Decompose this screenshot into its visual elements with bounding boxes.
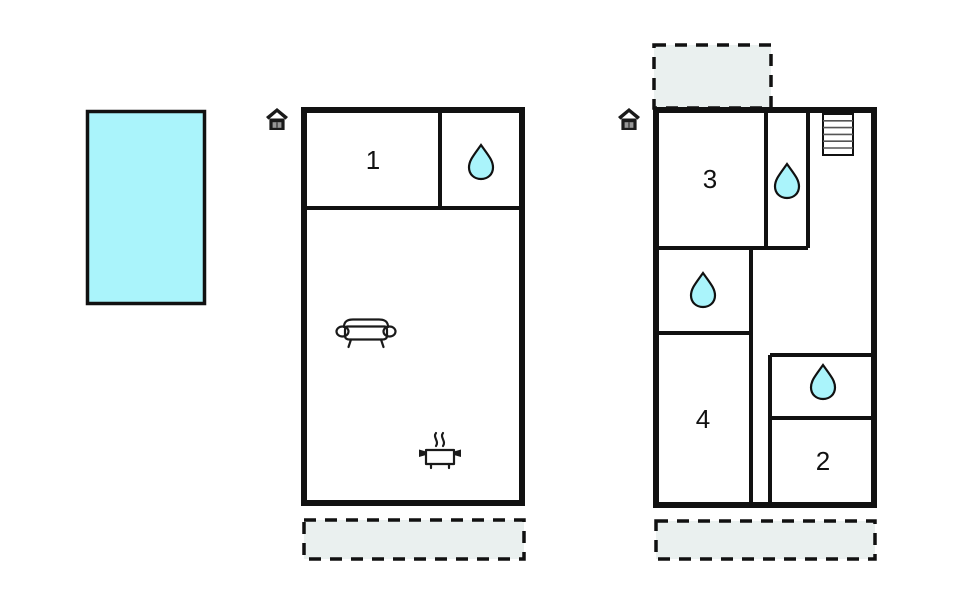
pool-rect bbox=[85, 109, 207, 306]
water-drop-icon bbox=[809, 363, 837, 401]
cooking-pot-icon bbox=[419, 431, 461, 470]
terrace-bottom-upper bbox=[654, 519, 877, 561]
water-drop-icon bbox=[773, 162, 801, 200]
sofa-icon bbox=[335, 318, 397, 349]
staircase-icon bbox=[822, 113, 854, 156]
house-entrance-icon bbox=[266, 108, 288, 130]
room-label-1: 1 bbox=[366, 145, 380, 175]
room-label-3: 3 bbox=[703, 164, 717, 194]
room-label-4: 4 bbox=[696, 404, 710, 434]
house-entrance-icon bbox=[618, 108, 640, 130]
ground-floor-plan: 1 bbox=[266, 107, 526, 561]
room-label-2: 2 bbox=[816, 446, 830, 476]
ground-outer-wall bbox=[301, 107, 525, 506]
terrace-top-upper bbox=[652, 43, 773, 110]
upper-floor-plan: 3 4 2 bbox=[618, 43, 877, 561]
pool-plan bbox=[85, 109, 207, 306]
water-drop-icon bbox=[467, 143, 495, 181]
terrace-bottom-ground bbox=[302, 518, 526, 561]
water-drop-icon bbox=[689, 271, 717, 309]
